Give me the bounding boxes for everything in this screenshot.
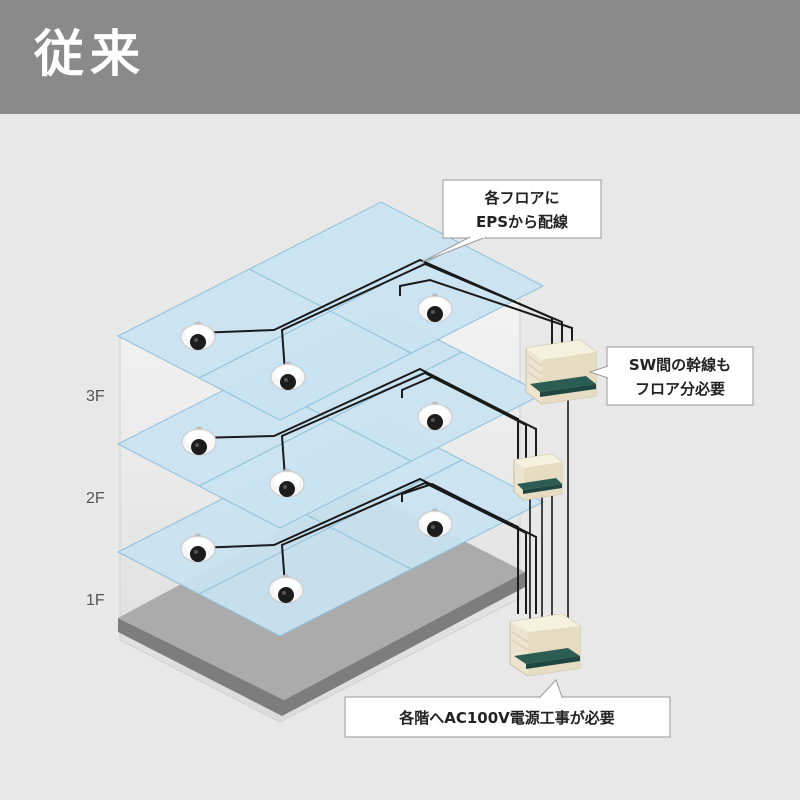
header-bar: 従来 xyxy=(0,0,800,114)
wiring-2f xyxy=(195,367,537,479)
callout-switch-line2: フロア分必要 xyxy=(635,380,725,398)
floor-1f xyxy=(116,417,545,637)
callout-eps-line2: EPSから配線 xyxy=(476,213,568,231)
callout-switch-line1: SW間の幹線も xyxy=(629,356,731,374)
callout-eps: 各フロアに EPSから配線 xyxy=(421,179,602,263)
callout-switch: SW間の幹線も フロア分必要 xyxy=(588,346,754,406)
wiring-3f xyxy=(195,258,573,373)
callout-eps-line1: 各フロアに xyxy=(483,189,559,207)
network-switch-icon xyxy=(513,453,563,501)
page-title: 従来 xyxy=(34,25,146,83)
callout-power-text: 各階へAC100V電源工事が必要 xyxy=(398,709,615,727)
callout-power: 各階へAC100V電源工事が必要 xyxy=(344,679,671,738)
network-switch-icon xyxy=(525,339,597,405)
trunk-cables xyxy=(529,398,569,622)
wiring-1f xyxy=(195,477,537,614)
floor-label-2f: 2F xyxy=(86,490,105,507)
floor-label-1f: 1F xyxy=(86,592,105,609)
floor-label-3f: 3F xyxy=(86,388,105,405)
network-switch-icon xyxy=(509,613,581,677)
